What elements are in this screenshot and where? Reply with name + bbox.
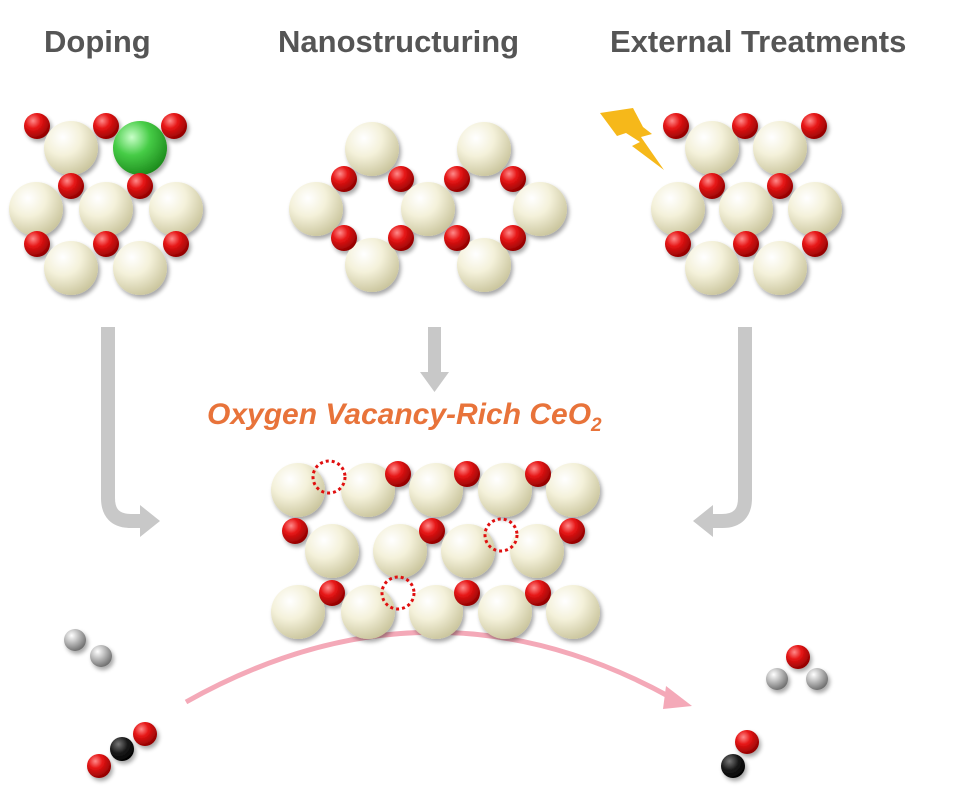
oxygen-atom bbox=[454, 580, 480, 606]
cerium-atom bbox=[271, 463, 325, 517]
cerium-atom bbox=[685, 121, 739, 175]
reaction-arc-arrowhead bbox=[663, 686, 692, 709]
cerium-atom bbox=[345, 122, 399, 176]
hydrogen-atom bbox=[766, 668, 788, 690]
oxygen-atom bbox=[87, 754, 111, 778]
center-title-main: Oxygen Vacancy-Rich CeO bbox=[207, 398, 592, 431]
cerium-atom bbox=[79, 182, 133, 236]
oxygen-atom bbox=[133, 722, 157, 746]
arrowhead-doping bbox=[140, 505, 160, 537]
arrow-nanostructuring bbox=[420, 327, 449, 392]
cerium-atom bbox=[289, 182, 343, 236]
oxygen-atom bbox=[786, 645, 810, 669]
cerium-atom bbox=[685, 241, 739, 295]
oxygen-atom bbox=[419, 518, 445, 544]
cerium-atom bbox=[753, 241, 807, 295]
oxygen-atom bbox=[454, 461, 480, 487]
oxygen-atom bbox=[24, 231, 50, 257]
oxygen-atom bbox=[665, 231, 691, 257]
cerium-atom bbox=[510, 524, 564, 578]
oxygen-atom bbox=[500, 166, 526, 192]
cerium-atom bbox=[305, 524, 359, 578]
hydrogen-atom bbox=[90, 645, 112, 667]
oxygen-vacancy bbox=[483, 517, 519, 553]
vacancy-layer bbox=[311, 459, 519, 611]
lightning-icon bbox=[600, 108, 664, 170]
oxygen-atom bbox=[767, 173, 793, 199]
oxygen-atom bbox=[559, 518, 585, 544]
oxygen-atom bbox=[802, 231, 828, 257]
cerium-atom bbox=[546, 585, 600, 639]
oxygen-atom bbox=[282, 518, 308, 544]
carbon-atom bbox=[721, 754, 745, 778]
cerium-atom bbox=[271, 585, 325, 639]
oxygen-atom bbox=[444, 166, 470, 192]
oxygen-atom bbox=[163, 231, 189, 257]
carbon-atom bbox=[110, 737, 134, 761]
oxygen-atom bbox=[58, 173, 84, 199]
heading-nanostructuring: Nanostructuring bbox=[278, 24, 520, 59]
oxygen-atom bbox=[732, 113, 758, 139]
cerium-atom bbox=[478, 463, 532, 517]
oxygen-atom bbox=[733, 231, 759, 257]
oxygen-atom bbox=[385, 461, 411, 487]
atom-layer bbox=[9, 113, 842, 778]
cerium-atom bbox=[345, 238, 399, 292]
cerium-atom bbox=[341, 585, 395, 639]
oxygen-atom bbox=[525, 461, 551, 487]
cerium-atom bbox=[651, 182, 705, 236]
heading-doping: Doping bbox=[44, 24, 151, 59]
oxygen-atom bbox=[500, 225, 526, 251]
oxygen-atom bbox=[24, 113, 50, 139]
oxygen-atom bbox=[331, 225, 357, 251]
oxygen-atom bbox=[331, 166, 357, 192]
cerium-atom bbox=[457, 122, 511, 176]
cerium-atom bbox=[44, 121, 98, 175]
cerium-atom bbox=[113, 241, 167, 295]
center-title-subscript: 2 bbox=[591, 415, 602, 436]
cerium-atom bbox=[441, 524, 495, 578]
oxygen-atom bbox=[699, 173, 725, 199]
cerium-atom bbox=[719, 182, 773, 236]
oxygen-atom bbox=[127, 173, 153, 199]
cerium-atom bbox=[457, 238, 511, 292]
oxygen-atom bbox=[161, 113, 187, 139]
cerium-atom bbox=[341, 463, 395, 517]
heading-external-treatments: External Treatments bbox=[610, 24, 907, 59]
cerium-atom bbox=[513, 182, 567, 236]
cerium-atom bbox=[44, 241, 98, 295]
cerium-atom bbox=[478, 585, 532, 639]
hydrogen-atom bbox=[806, 668, 828, 690]
oxygen-atom bbox=[388, 166, 414, 192]
oxygen-vacancy bbox=[311, 459, 347, 495]
arrow-external bbox=[713, 327, 752, 528]
cerium-atom bbox=[788, 182, 842, 236]
cerium-atom bbox=[401, 182, 455, 236]
oxygen-atom bbox=[319, 580, 345, 606]
arrow-doping bbox=[101, 327, 140, 528]
oxygen-atom bbox=[93, 231, 119, 257]
cerium-atom bbox=[753, 121, 807, 175]
oxygen-atom bbox=[735, 730, 759, 754]
oxygen-vacancy bbox=[380, 575, 416, 611]
cerium-atom bbox=[373, 524, 427, 578]
cerium-atom bbox=[409, 585, 463, 639]
cerium-atom bbox=[149, 182, 203, 236]
cerium-atom bbox=[546, 463, 600, 517]
cerium-atom bbox=[409, 463, 463, 517]
oxygen-atom bbox=[525, 580, 551, 606]
oxygen-atom bbox=[444, 225, 470, 251]
oxygen-atom bbox=[801, 113, 827, 139]
oxygen-atom bbox=[388, 225, 414, 251]
oxygen-atom bbox=[93, 113, 119, 139]
hydrogen-atom bbox=[64, 629, 86, 651]
arrowhead-external bbox=[693, 505, 713, 537]
center-title: Oxygen Vacancy-Rich CeO2 bbox=[207, 398, 602, 437]
oxygen-atom bbox=[663, 113, 689, 139]
cerium-atom bbox=[9, 182, 63, 236]
dopant-atom bbox=[113, 121, 167, 175]
reaction-arc bbox=[184, 629, 672, 705]
